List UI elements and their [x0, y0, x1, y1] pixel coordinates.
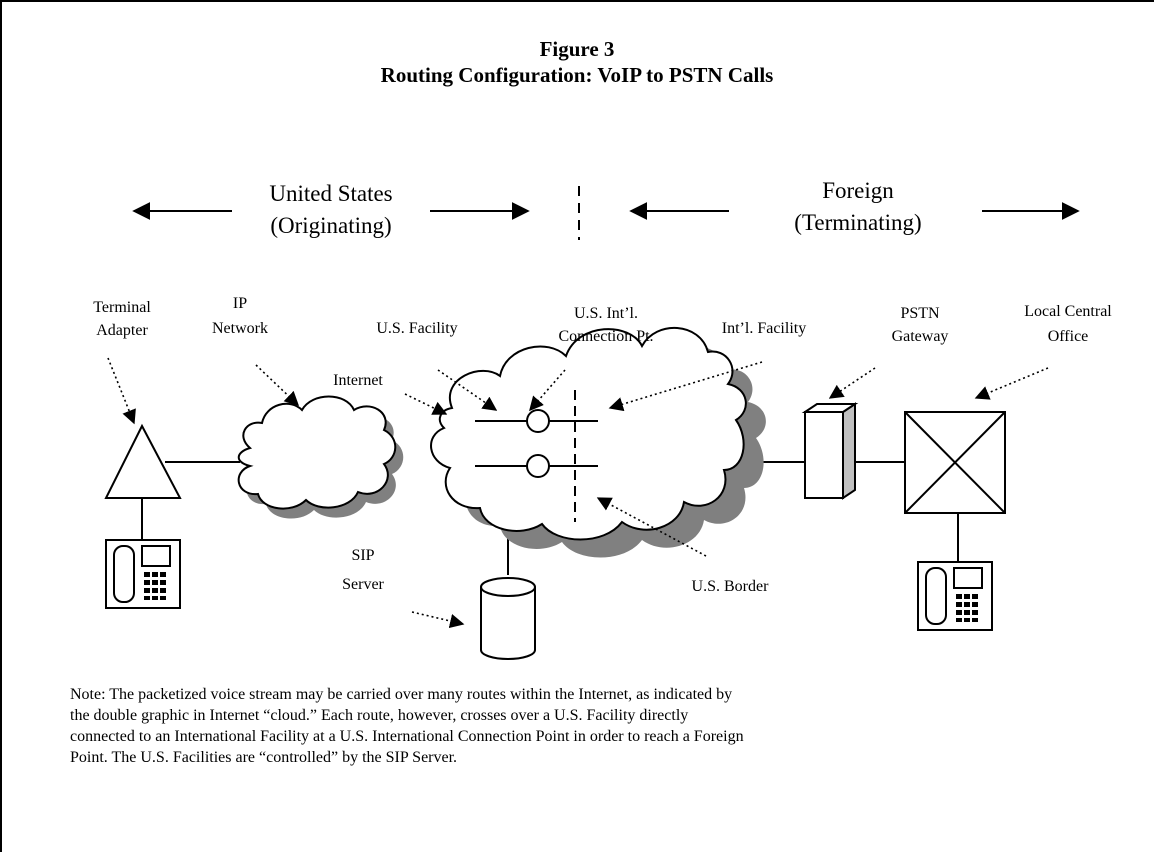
pstn-gateway-label-line2: Gateway	[891, 328, 949, 345]
connection-point-label: U.S. Int’l.	[574, 305, 638, 322]
terminal-adapter-icon	[104, 423, 182, 499]
figure-subtitle: Routing Configuration: VoIP to PSTN Call…	[380, 63, 774, 87]
terminal-adapter-label-line2: Adapter	[96, 322, 148, 339]
sip-server-icon	[480, 577, 536, 660]
terminal-adapter-label: Terminal	[93, 299, 151, 316]
pointer-arrows	[107, 357, 1049, 629]
region-arrows	[132, 186, 1080, 240]
ip-network-label: IP	[232, 295, 248, 312]
internet-label: Internet	[333, 372, 383, 389]
figure-note: Note: The packetized voice stream may be…	[70, 686, 744, 766]
us-facility-label: U.S. Facility	[376, 320, 458, 337]
ip-network-label-line2: Network	[212, 320, 268, 337]
telephone-icon	[105, 539, 181, 609]
figure-title: Figure 3	[539, 37, 615, 61]
sip-server-label-line2: Server	[342, 576, 384, 593]
region-us-sublabel: (Originating)	[270, 213, 392, 238]
region-us-label: United States	[269, 181, 393, 206]
central-office-switch-icon	[904, 411, 1006, 514]
sip-server-label: SIP	[351, 547, 375, 564]
pstn-gateway-icon	[801, 402, 859, 500]
region-foreign-sublabel: (Terminating)	[794, 210, 922, 235]
pstn-gateway-label: PSTN	[900, 305, 940, 322]
internet-routes	[475, 409, 598, 478]
ip-network-cloud	[237, 395, 404, 519]
connection-point-label-line2: Connection Pt.	[558, 328, 654, 345]
us-border-label: U.S. Border	[691, 578, 769, 595]
internet-cloud	[430, 326, 766, 558]
region-foreign-label: Foreign	[822, 178, 894, 203]
local-office-label-line2: Office	[1047, 328, 1089, 345]
local-office-label: Local Central	[1024, 303, 1112, 320]
connection-lines	[141, 461, 959, 575]
intl-facility-label: Int’l. Facility	[721, 320, 807, 337]
telephone-icon	[917, 561, 993, 631]
